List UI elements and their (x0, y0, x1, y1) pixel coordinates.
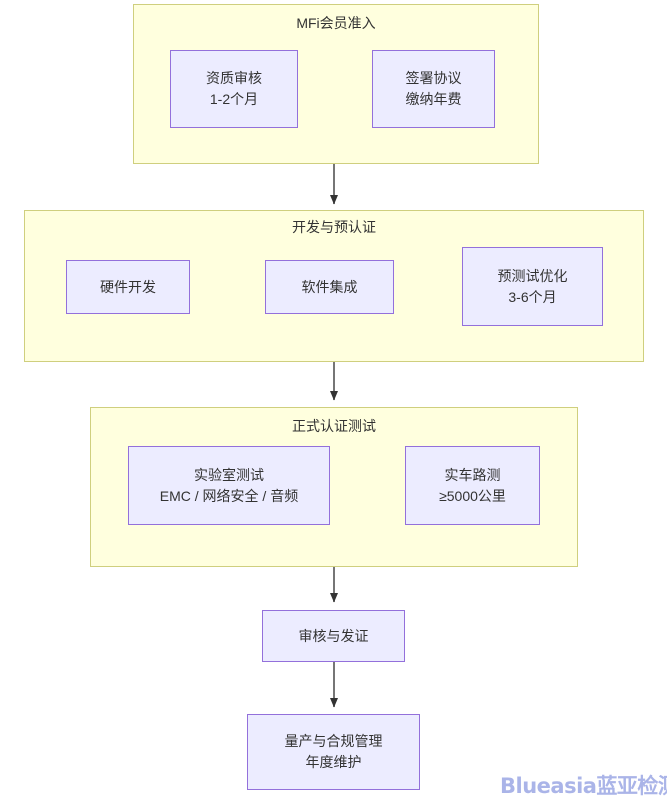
node-sign-agreement-line1: 签署协议 (405, 70, 462, 86)
node-lab-test-line2: EMC / 网络安全 / 音频 (159, 487, 299, 504)
node-hardware-development[interactable]: 硬件开发 (66, 260, 190, 314)
cluster-title-certification: 正式认证测试 (292, 418, 376, 434)
watermark-blueasia: Blueasia蓝亚检测 (500, 774, 667, 798)
node-audit-issue-certificate-line1: 审核与发证 (298, 627, 369, 644)
node-software-integration[interactable]: 软件集成 (265, 260, 394, 314)
node-mass-production-line1: 量产与合规管理 (284, 733, 383, 749)
node-sign-agreement-line2: 缴纳年费 (405, 91, 462, 107)
node-mass-production[interactable]: 量产与合规管理 年度维护 (247, 714, 420, 790)
node-software-integration-line1: 软件集成 (301, 278, 358, 295)
node-qualification-review[interactable]: 资质审核 1-2个月 (170, 50, 298, 128)
node-road-test-line2: ≥5000公里 (439, 487, 506, 504)
node-qualification-review-line2: 1-2个月 (209, 91, 259, 107)
node-hardware-development-line1: 硬件开发 (100, 278, 156, 295)
cluster-title-development: 开发与预认证 (292, 219, 376, 235)
node-road-test[interactable]: 实车路测 ≥5000公里 (405, 446, 540, 525)
node-lab-test[interactable]: 实验室测试 EMC / 网络安全 / 音频 (128, 446, 330, 525)
node-audit-issue-certificate[interactable]: 审核与发证 (262, 610, 405, 662)
node-lab-test-line1: 实验室测试 (194, 466, 264, 483)
cluster-title-mfi: MFi会员准入 (296, 15, 376, 31)
node-mass-production-line2: 年度维护 (305, 754, 362, 770)
node-pretest-optimization[interactable]: 预测试优化 3-6个月 (462, 247, 603, 326)
node-road-test-line1: 实车路测 (444, 466, 501, 483)
node-sign-agreement[interactable]: 签署协议 缴纳年费 (372, 50, 495, 128)
node-qualification-review-line1: 资质审核 (206, 70, 262, 86)
node-pretest-optimization-line1: 预测试优化 (497, 267, 568, 284)
node-pretest-optimization-line2: 3-6个月 (508, 288, 557, 305)
